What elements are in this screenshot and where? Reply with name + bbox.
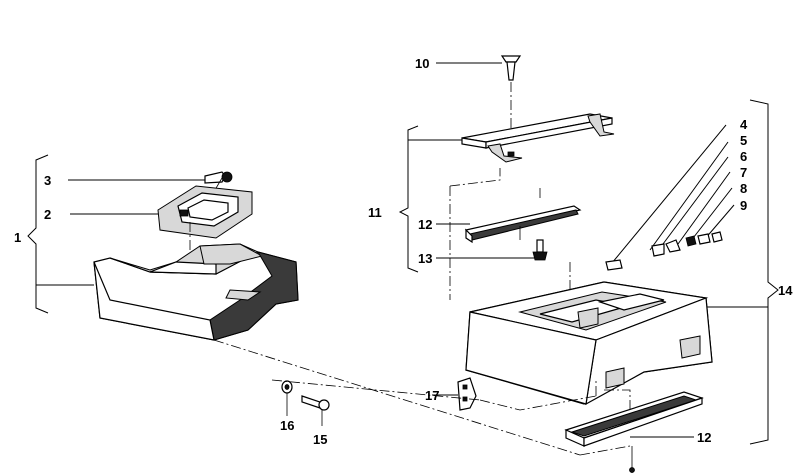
callout-17: 17 xyxy=(425,388,439,403)
callout-7: 7 xyxy=(740,165,747,180)
part-15-screw xyxy=(301,395,330,426)
part-1-console-housing xyxy=(93,243,299,341)
callout-3: 3 xyxy=(44,173,51,188)
part-10-screw xyxy=(436,55,522,140)
callout-1: 1 xyxy=(14,230,21,245)
part-16-washer xyxy=(281,380,293,416)
callout-12-upper: 12 xyxy=(418,217,432,232)
part-12-strip-upper xyxy=(436,205,582,244)
callout-6: 6 xyxy=(740,149,747,164)
part-12-strip-lower xyxy=(564,391,704,473)
callout-12-lower: 12 xyxy=(697,430,711,445)
callout-13: 13 xyxy=(418,251,432,266)
assembly-centerlines xyxy=(213,339,631,456)
bracket-1 xyxy=(27,154,94,314)
part-14-console-base xyxy=(465,281,713,406)
callout-4: 4 xyxy=(740,117,748,132)
callout-14: 14 xyxy=(778,283,793,298)
dashed-box-lower xyxy=(479,380,631,411)
part-11-top-rail xyxy=(461,113,615,163)
part-13-screw xyxy=(436,239,548,261)
callout-15: 15 xyxy=(313,432,327,447)
callout-9: 9 xyxy=(740,198,747,213)
callout-2: 2 xyxy=(44,207,51,222)
callout-11: 11 xyxy=(368,205,382,220)
part-2-frame xyxy=(70,185,253,252)
bracket-14 xyxy=(700,99,779,445)
callout-8: 8 xyxy=(740,181,747,196)
callout-5: 5 xyxy=(740,133,747,148)
part-3-screw xyxy=(68,171,233,196)
parts-4-9-small-components xyxy=(605,124,735,271)
callout-10: 10 xyxy=(415,56,429,71)
part-17-clip xyxy=(432,377,477,411)
callout-16: 16 xyxy=(280,418,294,433)
bracket-11 xyxy=(398,125,484,273)
